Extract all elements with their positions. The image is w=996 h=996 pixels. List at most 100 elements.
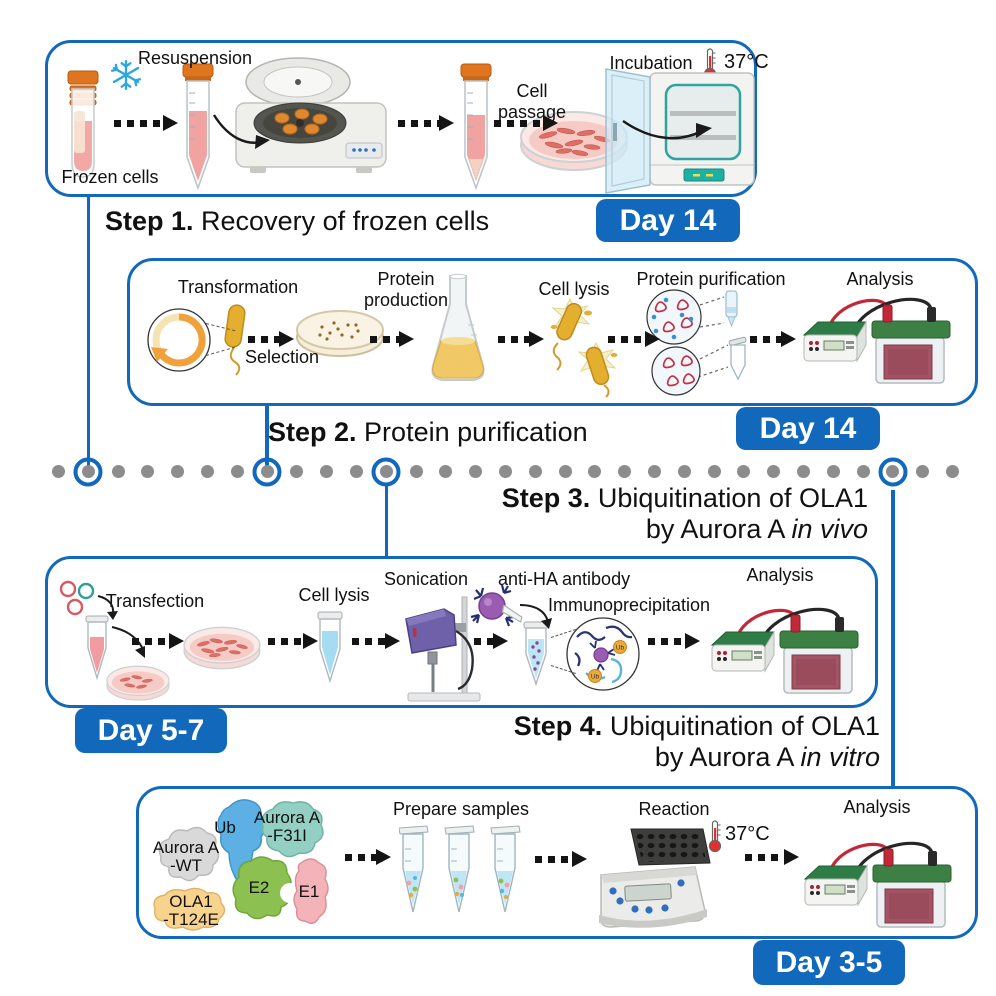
gel-electrophoresis-icon	[803, 841, 952, 928]
conical-tube-icon	[182, 63, 214, 191]
curved-arrow	[97, 595, 118, 620]
curved-arrow	[111, 626, 145, 658]
ola1-label: OLA1-T124E	[163, 892, 219, 929]
dotted-arrow	[268, 633, 318, 650]
timeline-dot	[856, 465, 870, 478]
sonicator-icon	[405, 596, 481, 702]
immunoprecipitation-label: Immunoprecipitation	[547, 595, 711, 615]
timeline-ring-dot	[81, 465, 95, 478]
ub-label: Ub	[214, 818, 236, 837]
timeline-dot	[737, 465, 751, 478]
dotted-arrow	[345, 849, 391, 866]
timeline-dot	[528, 465, 542, 478]
step3-day-badge: Day 5-7	[75, 708, 227, 753]
step4-panel: Ub Aurora A-F31I Aurora A-WT E2 E1 OLA1-…	[136, 786, 978, 939]
timeline-dot	[946, 465, 959, 478]
step1-panel: Frozen cells Resuspension	[45, 40, 769, 197]
aurora-wt-label: Aurora A-WT	[152, 838, 220, 875]
step1-day-badge: Day 14	[596, 199, 740, 242]
immunoprecipitation-circle-icon: Ub Ub	[566, 617, 640, 691]
timeline-dot	[469, 465, 483, 478]
transformation-label: Transformation	[177, 277, 299, 297]
dotted-arrow	[370, 331, 414, 348]
protein-purification-label: Protein purification	[636, 269, 786, 289]
analysis-label: Analysis	[843, 797, 911, 817]
timeline-dot	[618, 465, 632, 478]
connector-line-step2	[265, 404, 269, 467]
prepare-samples-label: Prepare samples	[392, 799, 530, 819]
e1-label: E1	[298, 882, 320, 901]
flask-icon	[431, 273, 485, 381]
microtube-ip-icon	[523, 621, 549, 687]
svg-text:Ub: Ub	[616, 645, 625, 652]
selection-label: Selection	[244, 347, 320, 367]
microtube-pink-icon	[85, 615, 109, 681]
step1-title: Step 1. Recovery of frozen cells	[105, 206, 490, 236]
dotted-arrow	[398, 115, 454, 132]
snowflake-icon	[110, 59, 142, 91]
timeline-dot	[677, 465, 691, 478]
bacterium-icon	[224, 304, 246, 376]
timeline-dot	[588, 465, 602, 478]
dotted-arrow	[114, 115, 178, 132]
dotted-arrow	[648, 633, 700, 650]
dotted-arrow	[608, 331, 660, 348]
timeline-dot	[826, 465, 840, 478]
protein-mix-group: Ub Aurora A-F31I Aurora A-WT E2 E1 OLA1-…	[143, 793, 343, 935]
reaction-label: Reaction	[638, 799, 710, 819]
plasmid-icon	[147, 308, 211, 372]
timeline-dot	[290, 465, 304, 478]
antibody-bead-icon	[470, 584, 515, 627]
thermometer-icon	[708, 820, 722, 853]
step2-day-badge: Day 14	[736, 407, 880, 450]
dotted-arrow	[498, 331, 544, 348]
microtube-blue-icon	[317, 611, 343, 684]
dotted-arrow	[132, 633, 184, 650]
cell-lysis-label: Cell lysis	[538, 279, 610, 299]
dotted-arrow	[494, 115, 558, 132]
timeline-dot	[767, 465, 781, 478]
timeline-dot	[320, 465, 334, 478]
timeline-dot	[52, 465, 65, 478]
timeline-ring-dot	[379, 465, 393, 478]
svg-text:Ub: Ub	[591, 674, 600, 681]
plasmids-icon	[59, 580, 95, 616]
timeline-dot	[797, 465, 810, 478]
e2-label: E2	[248, 878, 270, 897]
temperature-label: 37°C	[725, 823, 770, 845]
curved-arrow	[622, 120, 712, 140]
conical-tube-icon	[460, 63, 492, 191]
dotted-arrow	[352, 633, 400, 650]
cell-lysis-label: Cell lysis	[298, 585, 370, 605]
timeline-dot	[916, 465, 930, 478]
step2-panel: Transformation Selection Protein produc	[127, 258, 978, 406]
frozen-cells-label: Frozen cells	[61, 167, 159, 187]
protein-blobs-icon	[153, 799, 329, 931]
timeline-dot	[409, 465, 423, 478]
connector-line-step1	[86, 195, 90, 467]
incubator-icon	[605, 68, 755, 194]
anti-ha-antibody-label: anti-HA antibody	[498, 569, 631, 589]
step4-day-badge: Day 3-5	[753, 940, 905, 985]
resuspension-label: Resuspension	[137, 48, 253, 68]
step2-title: Step 2. Protein purification	[268, 417, 588, 447]
timeline-dot	[141, 465, 155, 478]
timeline-dot	[171, 465, 185, 478]
timeline-dots	[52, 465, 959, 478]
analysis-label: Analysis	[846, 269, 914, 289]
centrifuge-icon	[235, 57, 387, 173]
dotted-arrow	[248, 331, 294, 348]
timeline-dot	[111, 465, 125, 478]
incubation-label: Incubation	[609, 53, 693, 73]
timeline-dot	[707, 465, 721, 478]
protein-production-label: Protein production	[363, 269, 449, 310]
gel-electrophoresis-icon	[802, 297, 951, 384]
transfection-label: Transfection	[105, 591, 205, 611]
step4-title: Step 4. Ubiquitination of OLA1 by Aurora…	[513, 711, 880, 772]
analysis-label: Analysis	[746, 565, 814, 585]
timeline-ring-dot	[886, 465, 900, 478]
protein-purification-icon	[646, 289, 747, 396]
dotted-arrow	[750, 331, 796, 348]
timeline-dot	[201, 465, 214, 478]
